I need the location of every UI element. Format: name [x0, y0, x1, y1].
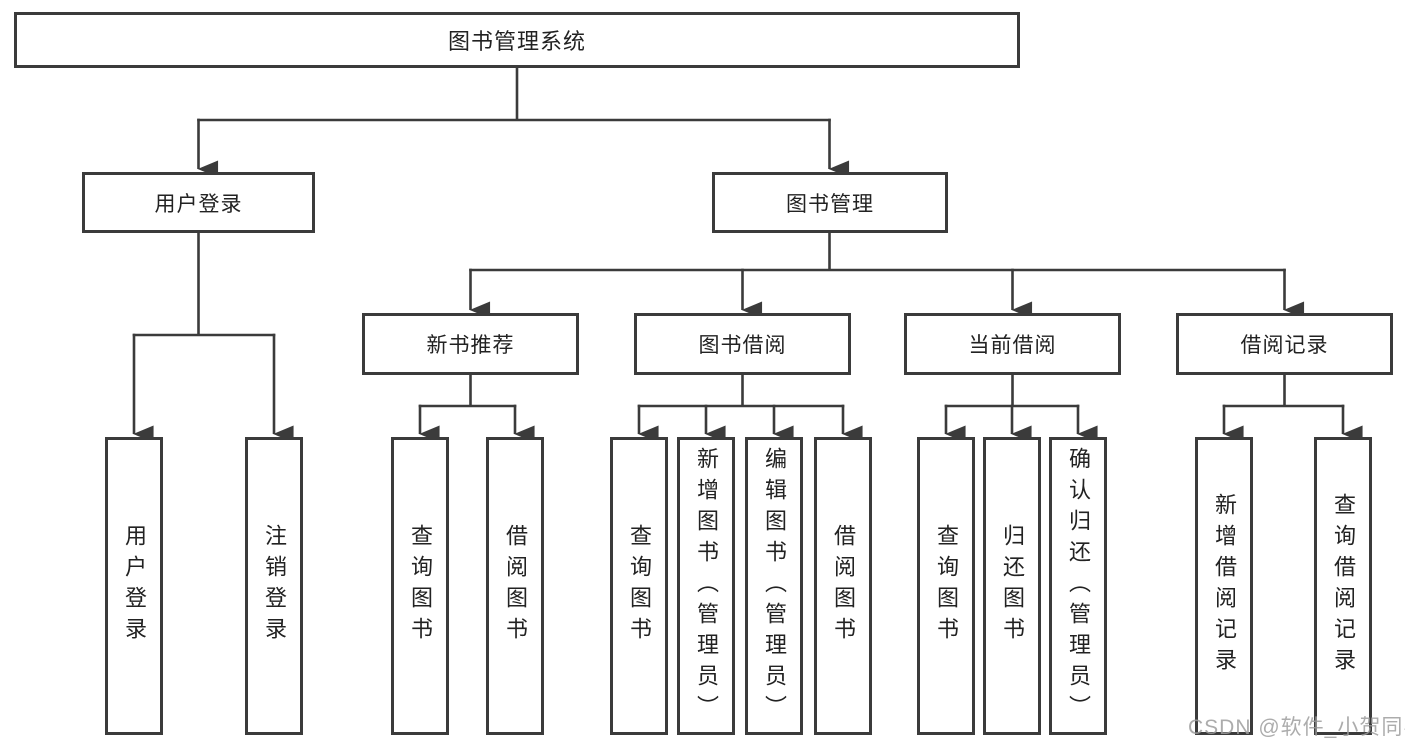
leaf-return-books-label: 归还图书: [1000, 524, 1025, 648]
leaf-add-borrow-record: 新增借阅记录: [1195, 437, 1253, 735]
node-new-book-recommend: 新书推荐: [362, 313, 579, 375]
csdn-watermark: CSDN @软件_小贺同学: [1188, 716, 1405, 739]
leaf-current-query-books: 查询图书: [917, 437, 975, 735]
leaf-confirm-return-admin-label: 确认归还（管理员）: [1066, 446, 1091, 726]
node-book-management-label: 图书管理: [786, 192, 874, 216]
leaf-edit-books-admin: 编辑图书（管理员）: [745, 437, 803, 735]
leaf-query-borrow-record: 查询借阅记录: [1314, 437, 1372, 735]
leaf-edit-books-admin-label: 编辑图书（管理员）: [762, 446, 787, 726]
node-borrow-records: 借阅记录: [1176, 313, 1393, 375]
node-root-label: 图书管理系统: [447, 29, 586, 54]
node-borrow-records-label: 借阅记录: [1240, 334, 1329, 357]
node-book-borrow: 图书借阅: [634, 313, 851, 375]
leaf-newbook-borrow-books-label: 借阅图书: [503, 524, 528, 648]
leaf-borrow-query-books-label: 查询图书: [627, 524, 652, 648]
leaf-newbook-query-books-label: 查询图书: [408, 524, 433, 648]
leaf-add-books-admin: 新增图书（管理员）: [677, 437, 735, 735]
leaf-borrow-books-label: 借阅图书: [831, 524, 856, 648]
leaf-current-query-books-label: 查询图书: [934, 524, 959, 648]
node-book-management: 图书管理: [712, 172, 948, 233]
leaf-borrow-books: 借阅图书: [814, 437, 872, 735]
leaf-logout-label: 注销登录: [262, 524, 287, 648]
node-new-book-recommend-label: 新书推荐: [426, 334, 515, 357]
leaf-return-books: 归还图书: [983, 437, 1041, 735]
leaf-logout: 注销登录: [245, 437, 303, 735]
node-user-login-label: 用户登录: [154, 192, 243, 216]
leaf-borrow-query-books: 查询图书: [610, 437, 668, 735]
leaf-newbook-query-books: 查询图书: [391, 437, 449, 735]
leaf-user-login-label: 用户登录: [122, 524, 147, 648]
leaf-newbook-borrow-books: 借阅图书: [486, 437, 544, 735]
node-book-borrow-label: 图书借阅: [698, 334, 787, 357]
node-current-borrow-label: 当前借阅: [968, 334, 1057, 357]
leaf-add-books-admin-label: 新增图书（管理员）: [694, 446, 719, 726]
node-user-login: 用户登录: [82, 172, 315, 233]
node-root-system: 图书管理系统: [14, 12, 1020, 68]
leaf-confirm-return-admin: 确认归还（管理员）: [1049, 437, 1107, 735]
node-current-borrow: 当前借阅: [904, 313, 1121, 375]
leaf-query-borrow-record-label: 查询借阅记录: [1331, 493, 1356, 679]
leaf-user-login: 用户登录: [105, 437, 163, 735]
leaf-add-borrow-record-label: 新增借阅记录: [1212, 493, 1237, 679]
